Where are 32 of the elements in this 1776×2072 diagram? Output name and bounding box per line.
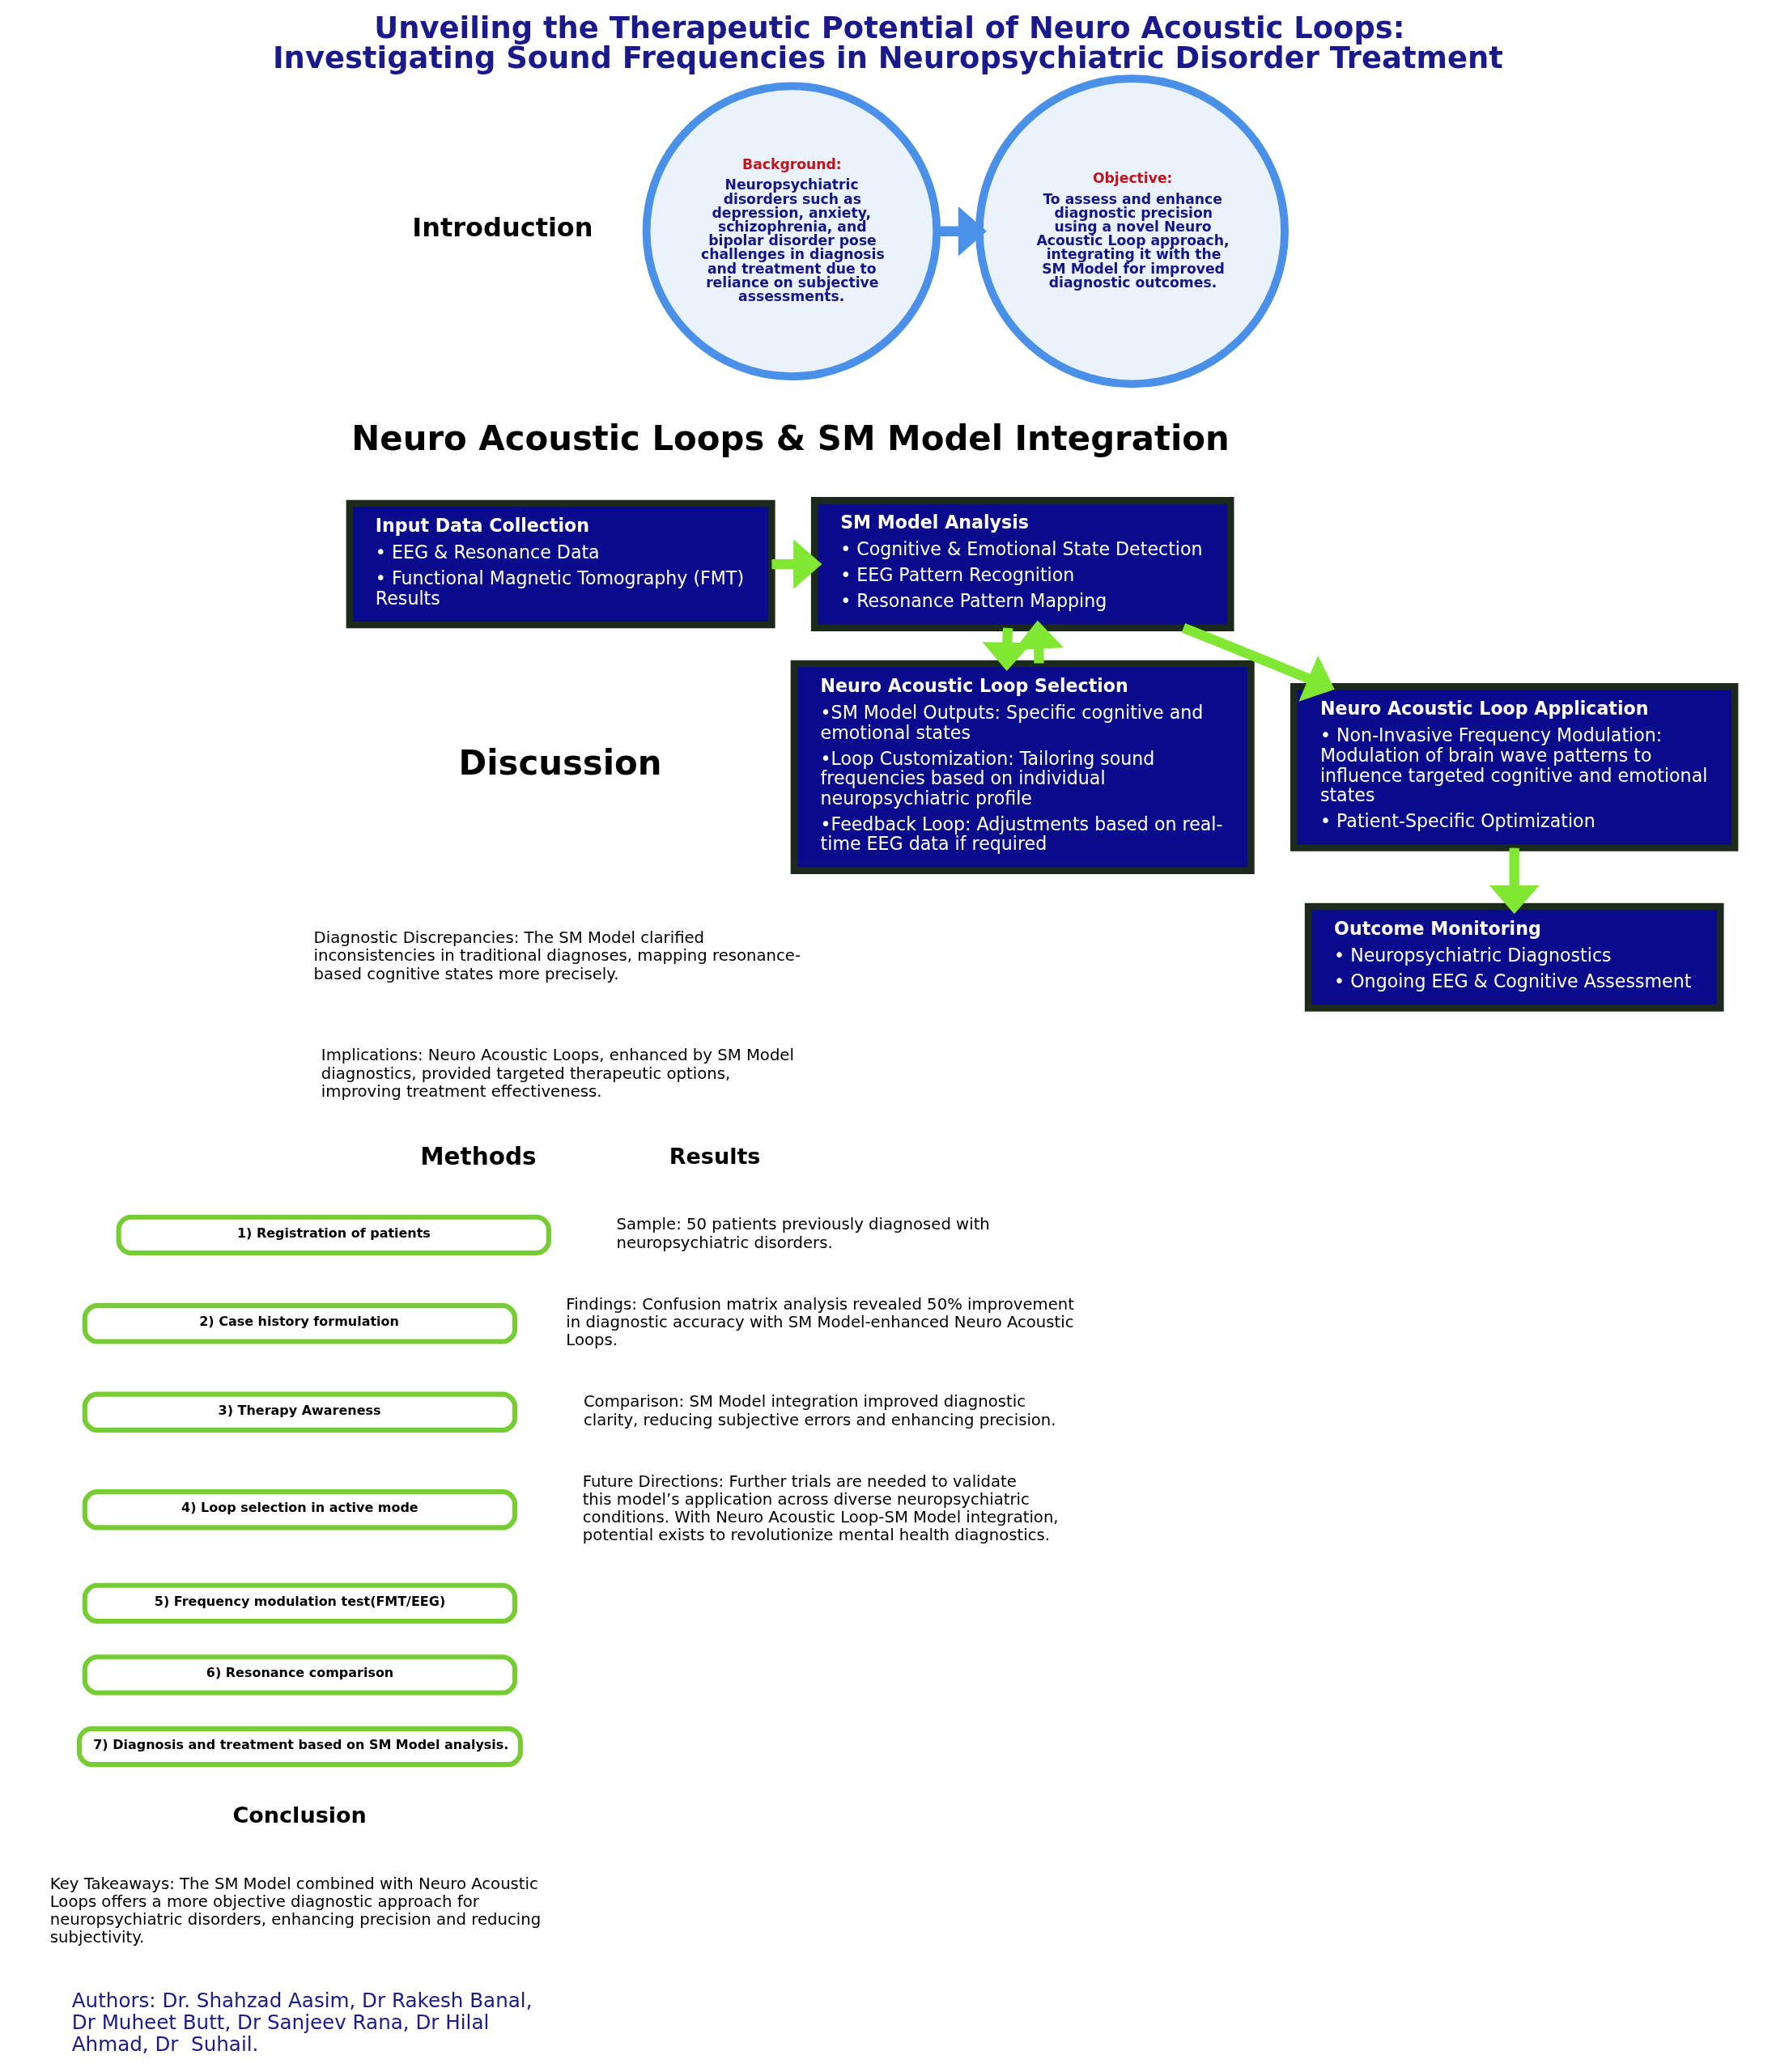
- label: Methods: [419, 1142, 537, 1170]
- node-box: 6) Resonance comparison: [82, 1654, 517, 1696]
- node-box: 3) Therapy Awareness: [82, 1391, 517, 1433]
- label: Neuro Acoustic Loops & SM Model Integration: [351, 418, 1230, 458]
- arrow: [771, 539, 822, 589]
- node-box: SM Model Analysis • Cognitive & Emotional State Detection • EEG Pattern Recognition • Resonance Pattern Mapping: [810, 497, 1234, 632]
- label: Findings: Confusion matrix analysis revealed 50% improvement in diagnostic accuracy with SM Model-enhanced Neuro Acoustic Loops.: [565, 1294, 1074, 1350]
- node-box: 7) Diagnosis and treatment based on SM Model analysis.: [76, 1726, 523, 1768]
- label: Introduction: [411, 212, 593, 244]
- node-box: 5) Frequency modulation test(FMT/EEG): [82, 1582, 517, 1624]
- diagram-title: Unveiling the Therapeutic Potential of Neuro Acoustic Loops: Investigating Sound Frequencies in Neuropsychiatric Disorder Treatment: [272, 10, 1503, 75]
- arrow: [1181, 623, 1335, 702]
- label: Diagnostic Discrepancies: The SM Model clarified inconsistencies in traditional diagnoses, mapping resonance-based cognitive states more precisely.: [313, 928, 801, 983]
- label: Results: [669, 1144, 760, 1170]
- arrow: [1489, 847, 1539, 915]
- node-box: Neuro Acoustic Loop Application • Non-Invasive Frequency Modulation: Modulation of brain wave patterns to influence targeted cognitive and emotional states • Patient-Specific Optimization: [1290, 683, 1738, 851]
- node-box: 4) Loop selection in active mode: [82, 1489, 517, 1531]
- node-circle: Background: Neuropsychiatric disorders such as depression, anxiety, schizophrenia, and bipolar disorder pose challenges in diagnosis and treatment due to reliance on subjective assessments.: [642, 82, 941, 380]
- label: Implications: Neuro Acoustic Loops, enhanced by SM Model diagnostics, provided targeted therapeutic options, improving treatment effectiveness.: [321, 1046, 794, 1101]
- label: Conclusion: [232, 1802, 367, 1828]
- label: Future Directions: Further trials are needed to validate this model’s application across diverse neuropsychiatric conditions. With Neuro Acoustic Loop-SM Model integration, potential exists to revolutionize mental health diagnostics.: [582, 1471, 1059, 1545]
- node-box: 2) Case history formulation: [82, 1303, 517, 1344]
- node-box: Input Data Collection • EEG & Resonance Data • Functional Magnetic Tomography (FMT) Results: [346, 499, 775, 629]
- node-circle: Objective: To assess and enhance diagnostic precision using a novel Neuro Acoustic Loop approach, integrating it with the SM Model for improved diagnostic outcomes.: [975, 74, 1289, 388]
- node-box: 1) Registration of patients: [116, 1214, 551, 1256]
- label: Authors: Dr. Shahzad Aasim, Dr Rakesh Banal, Dr Muheet Butt, Dr Sanjeev Rana, Dr Hilal Ahmad, Dr Suhail.: [71, 1989, 532, 2057]
- label: Comparison: SM Model integration improved diagnostic clarity, reducing subjective errors and enhancing precision.: [583, 1392, 1056, 1429]
- label: Discussion: [458, 743, 662, 783]
- node-box: Outcome Monitoring • Neuropsychiatric Diagnostics • Ongoing EEG & Cognitive Assessment: [1304, 902, 1724, 1012]
- label: Key Takeaways: The SM Model combined with Neuro Acoustic Loops offers a more objective diagnostic approach for neuropsychiatric disorders, enhancing precision and reducing subjectivity.: [49, 1874, 541, 1947]
- node-box: Neuro Acoustic Loop Selection •SM Model Outputs: Specific cognitive and emotional states •Loop Customization: Tailoring sound frequencies based on individual neuropsychiatric profile •Feedback Loop: Adjustments based on real-time EEG data if required: [790, 660, 1255, 875]
- label: Sample: 50 patients previously diagnosed with neuropsychiatric disorders.: [615, 1215, 990, 1252]
